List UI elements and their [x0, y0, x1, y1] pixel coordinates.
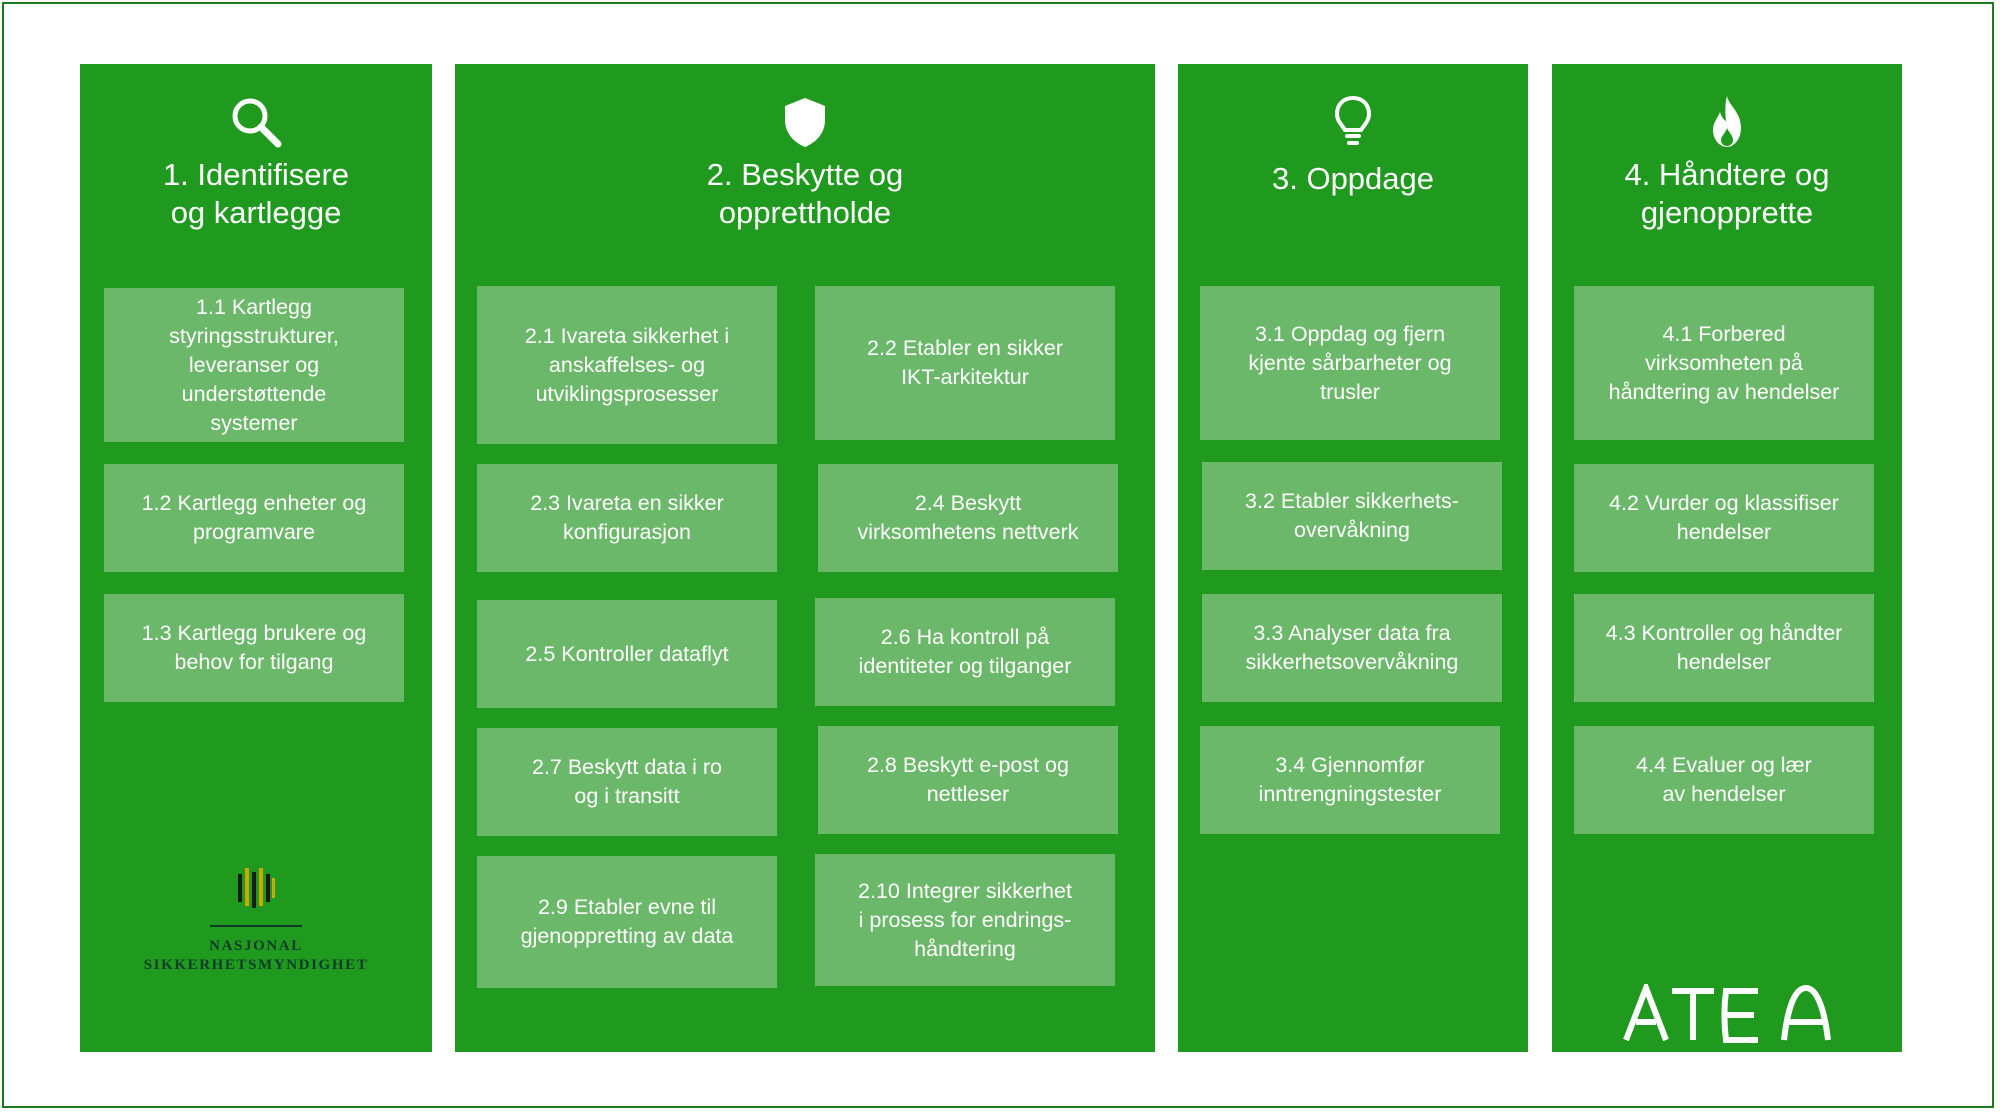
column-identify: 1. Identifisere og kartlegge 1.1 Kartleg…: [80, 64, 432, 1052]
column-header: 4. Håndtere og gjenopprette: [1552, 94, 1902, 232]
card-4-4: 4.4 Evaluer og lær av hendelser: [1574, 726, 1874, 834]
atea-wordmark: [1623, 979, 1831, 1043]
card-1-1: 1.1 Kartlegg styringsstrukturer, leveran…: [104, 288, 404, 442]
card-2-5: 2.5 Kontroller dataflyt: [477, 600, 777, 708]
nsm-emblem-icon: [238, 868, 275, 908]
card-3-2: 3.2 Etabler sikkerhets- overvåkning: [1202, 462, 1502, 570]
column-header: 3. Oppdage: [1178, 94, 1528, 198]
card-3-3: 3.3 Analyser data fra sikkerhetsovervåkn…: [1202, 594, 1502, 702]
flame-icon: [1713, 96, 1741, 147]
card-2-7: 2.7 Beskytt data i ro og i transitt: [477, 728, 777, 836]
card-2-2: 2.2 Etabler en sikker IKT-arkitektur: [815, 286, 1115, 440]
column-title: 4. Håndtere og gjenopprette: [1624, 157, 1830, 230]
card-3-1: 3.1 Oppdag og fjern kjente sårbarheter o…: [1200, 286, 1500, 440]
nsm-logo-text: NASJONAL SIKKERHETSMYNDIGHET: [143, 938, 369, 973]
card-2-1: 2.1 Ivareta sikkerhet i anskaffelses- og…: [477, 286, 777, 444]
card-4-3: 4.3 Kontroller og håndter hendelser: [1574, 594, 1874, 702]
card-2-3: 2.3 Ivareta en sikker konfigurasjon: [477, 464, 777, 572]
column-title: 2. Beskytte og opprettholde: [706, 157, 904, 230]
shield-icon: [785, 98, 825, 147]
card-2-8: 2.8 Beskytt e-post og nettleser: [818, 726, 1118, 834]
column-header: 1. Identifisere og kartlegge: [80, 94, 432, 232]
column-detect: 3. Oppdage 3.1 Oppdag og fjern kjente så…: [1178, 64, 1528, 1052]
atea-logo: [1552, 979, 1902, 1049]
card-2-6: 2.6 Ha kontroll på identiteter og tilgan…: [815, 598, 1115, 706]
card-4-1: 4.1 Forbered virksomheten på håndtering …: [1574, 286, 1874, 440]
column-header: 2. Beskytte og opprettholde: [455, 94, 1155, 232]
card-1-2: 1.2 Kartlegg enheter og programvare: [104, 464, 404, 572]
card-2-10: 2.10 Integrer sikkerhet i prosess for en…: [815, 854, 1115, 986]
nsm-logo: NASJONAL SIKKERHETSMYNDIGHET: [80, 868, 432, 975]
lightbulb-icon: [1334, 95, 1372, 145]
card-2-4: 2.4 Beskytt virksomhetens nettverk: [818, 464, 1118, 572]
column-title: 1. Identifisere og kartlegge: [162, 157, 350, 230]
card-1-3: 1.3 Kartlegg brukere og behov for tilgan…: [104, 594, 404, 702]
card-3-4: 3.4 Gjennomfør inntrengningstester: [1200, 726, 1500, 834]
search-icon: [232, 98, 282, 148]
column-respond: 4. Håndtere og gjenopprette 4.1 Forbered…: [1552, 64, 1902, 1052]
card-2-9: 2.9 Etabler evne til gjenoppretting av d…: [477, 856, 777, 988]
card-4-2: 4.2 Vurder og klassifiser hendelser: [1574, 464, 1874, 572]
column-protect: 2. Beskytte og opprettholde 2.1 Ivareta …: [455, 64, 1155, 1052]
column-title: 3. Oppdage: [1271, 161, 1435, 196]
